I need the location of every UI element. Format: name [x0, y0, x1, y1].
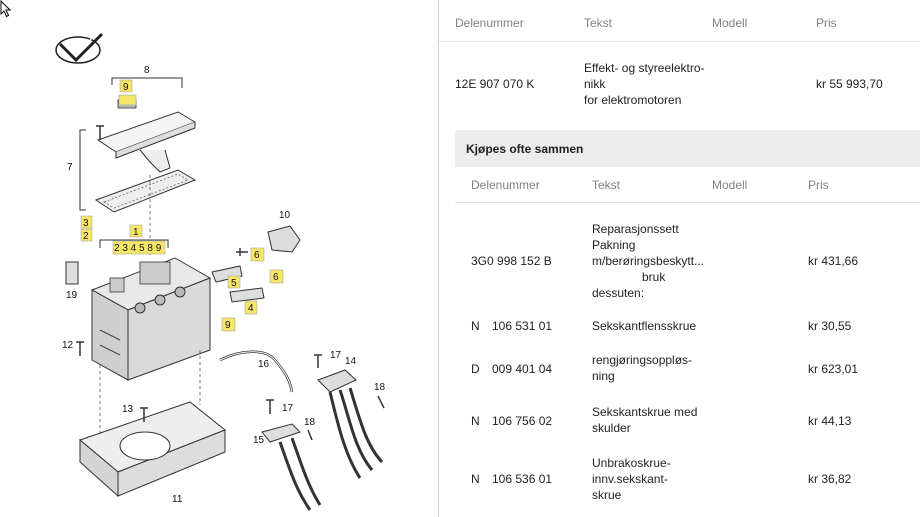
table-row[interactable]: D 009 401 04 rengjøringsoppløs- ning kr … [455, 348, 920, 390]
main-part-text: Effekt- og styreelektro- nikk for elektr… [584, 61, 705, 107]
often-bought-columns: Delenummer Tekst Modell Pris [455, 167, 920, 203]
ob-header-model: Modell [712, 178, 748, 192]
callout-6b: 6 [273, 272, 279, 283]
callout-14: 14 [345, 356, 357, 367]
ob-header-price: Pris [808, 178, 829, 192]
parts-table-header: Delenummer Tekst Modell Pris [439, 0, 920, 42]
ob-header-text: Tekst [592, 178, 621, 192]
row-price: kr 30,55 [808, 319, 852, 333]
mouse-cursor-icon [0, 0, 12, 18]
row-partnumber: 106 536 01 [492, 472, 553, 486]
row-partnumber: 3G0 998 152 B [471, 254, 552, 268]
row-partnumber: 009 401 04 [492, 362, 553, 376]
table-row[interactable]: 3G0 998 152 B Reparasjonssett Pakning m/… [455, 215, 920, 301]
row-text: rengjøringsoppløs- ning [592, 353, 693, 383]
row-text: Reparasjonssett Pakning m/berøringsbesky… [592, 222, 705, 300]
callout-12: 12 [62, 340, 74, 351]
row-text: Sekskantskrue med skulder [592, 405, 698, 435]
callout-4: 4 [248, 303, 254, 314]
callout-16: 16 [258, 359, 270, 370]
callout-3: 3 [83, 218, 89, 229]
parts-diagram-pane: 8 9 7 3 2 1 2 3 4 5 8 9 10 6 5 6 4 9 19 … [0, 0, 438, 517]
main-part-row[interactable]: 12E 907 070 K Effekt- og styreelektro- n… [439, 42, 920, 114]
callout-17b: 17 [282, 403, 294, 414]
callout-5: 5 [231, 278, 237, 289]
row-price: kr 36,82 [808, 472, 852, 486]
main-part-price: kr 55 993,70 [816, 77, 883, 91]
table-row[interactable]: N 106 756 02 Sekskantskrue med skulder k… [455, 400, 920, 442]
row-prefix: N [471, 319, 480, 333]
callout-9b: 9 [225, 320, 231, 331]
parts-list-pane: Delenummer Tekst Modell Pris 12E 907 070… [439, 0, 920, 517]
callout-1: 1 [133, 227, 139, 238]
callout-18a: 18 [374, 382, 386, 393]
callout-19: 19 [66, 290, 78, 301]
callout-13: 13 [122, 404, 134, 415]
row-text: Sekskantflensskrue [592, 319, 697, 333]
exploded-parts-diagram: 8 9 7 3 2 1 2 3 4 5 8 9 10 6 5 6 4 9 19 … [55, 31, 386, 511]
row-price: kr 431,66 [808, 254, 859, 268]
vw-checkmark-logo-icon [55, 31, 104, 64]
header-text: Tekst [584, 16, 613, 30]
header-model: Modell [712, 16, 748, 30]
gasket-part [94, 169, 197, 213]
callout-15: 15 [253, 435, 265, 446]
callout-18b: 18 [304, 417, 316, 428]
row-prefix: N [471, 472, 480, 486]
row-partnumber: 106 756 02 [492, 414, 553, 428]
bottom-plate-part [79, 401, 226, 498]
ob-header-partnumber: Delenummer [471, 178, 540, 192]
top-cover-part [96, 99, 197, 173]
callout-9: 9 [123, 82, 129, 93]
table-row[interactable]: N 106 536 01 Unbrakoskrue- innv.sekskant… [455, 452, 920, 510]
callout-7: 7 [67, 162, 73, 173]
callout-8: 8 [144, 65, 150, 76]
callout-group: 2 3 4 5 8 9 [114, 243, 162, 254]
row-partnumber: 106 531 01 [492, 319, 553, 333]
often-bought-title: Kjøpes ofte sammen [466, 142, 584, 156]
power-electronics-housing-part [90, 257, 212, 381]
row-price: kr 44,13 [808, 414, 852, 428]
row-prefix: N [471, 414, 480, 428]
header-partnumber: Delenummer [455, 16, 524, 30]
callout-6a: 6 [254, 250, 260, 261]
callout-10: 10 [279, 210, 291, 221]
callout-2: 2 [83, 231, 89, 242]
main-part-number: 12E 907 070 K [455, 77, 535, 91]
callout-17a: 17 [330, 350, 342, 361]
pane-divider [438, 0, 439, 517]
often-bought-header: Kjøpes ofte sammen [455, 130, 920, 167]
header-price: Pris [816, 16, 837, 30]
callout-11: 11 [172, 494, 183, 505]
row-prefix: D [471, 362, 480, 376]
table-row[interactable]: N 106 531 01 Sekskantflensskrue kr 30,55 [455, 310, 920, 344]
row-price: kr 623,01 [808, 362, 859, 376]
row-text: Unbrakoskrue- innv.sekskant- skrue [592, 456, 671, 502]
